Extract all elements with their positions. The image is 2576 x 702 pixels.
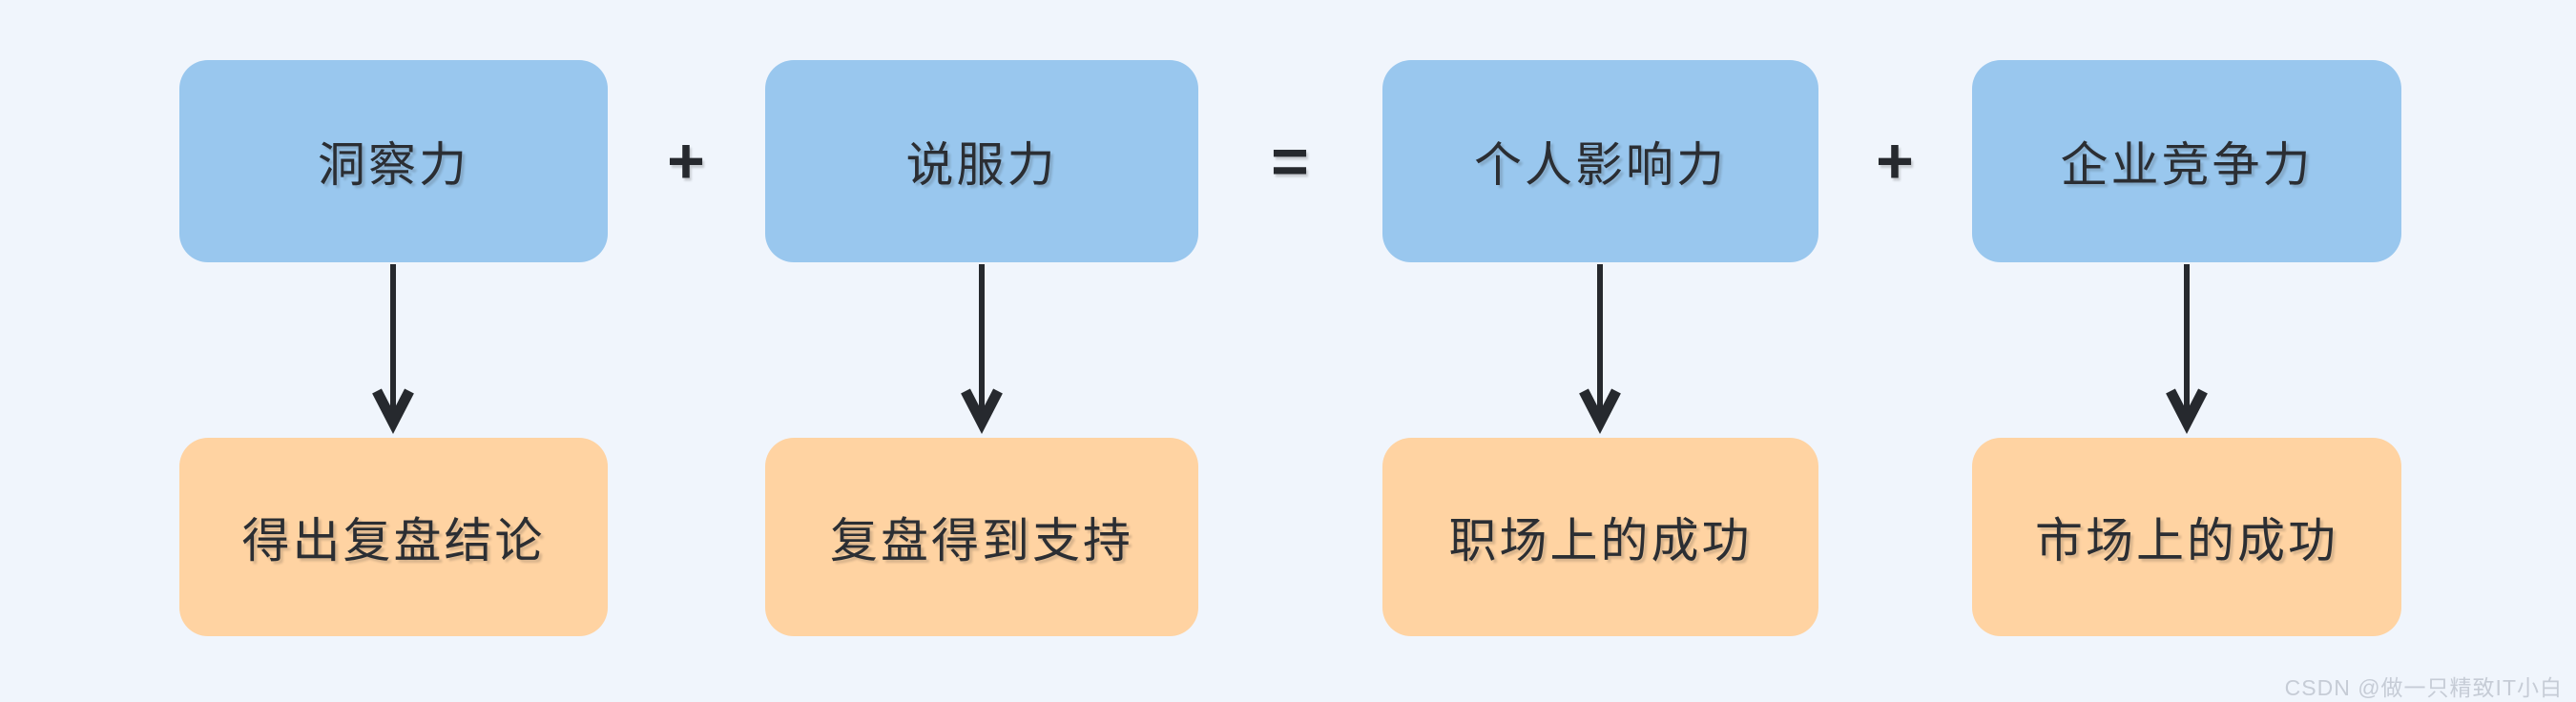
watermark: CSDN @做一只精致IT小白 [2284, 675, 2563, 700]
node-review-support-label: 复盘得到支持 [830, 514, 1133, 568]
down-arrow-connector [961, 264, 1003, 435]
node-insight: 洞察力 [179, 60, 608, 262]
node-enterprise-competitiveness-label: 企业竞争力 [2060, 138, 2314, 192]
node-personal-influence: 个人影响力 [1382, 60, 1818, 262]
node-review-support: 复盘得到支持 [765, 438, 1198, 636]
node-workplace-success-label: 职场上的成功 [1448, 514, 1753, 568]
node-enterprise-competitiveness: 企业竞争力 [1972, 60, 2401, 262]
down-arrow-connector [2166, 264, 2208, 435]
node-insight-label: 洞察力 [318, 138, 469, 192]
down-arrow-connector [372, 264, 414, 435]
equals-operator: = [1271, 125, 1309, 197]
node-workplace-success: 职场上的成功 [1382, 438, 1818, 636]
node-review-conclusion-label: 得出复盘结论 [241, 514, 546, 568]
plus-operator-2: + [1876, 125, 1914, 197]
node-market-success-label: 市场上的成功 [2035, 514, 2338, 568]
down-arrow-connector [1579, 264, 1621, 435]
node-personal-influence-label: 个人影响力 [1474, 138, 1727, 192]
node-market-success: 市场上的成功 [1972, 438, 2401, 636]
node-persuasion: 说服力 [765, 60, 1198, 262]
plus-operator-1: + [667, 125, 705, 197]
node-persuasion-label: 说服力 [905, 138, 1058, 192]
node-review-conclusion: 得出复盘结论 [179, 438, 608, 636]
